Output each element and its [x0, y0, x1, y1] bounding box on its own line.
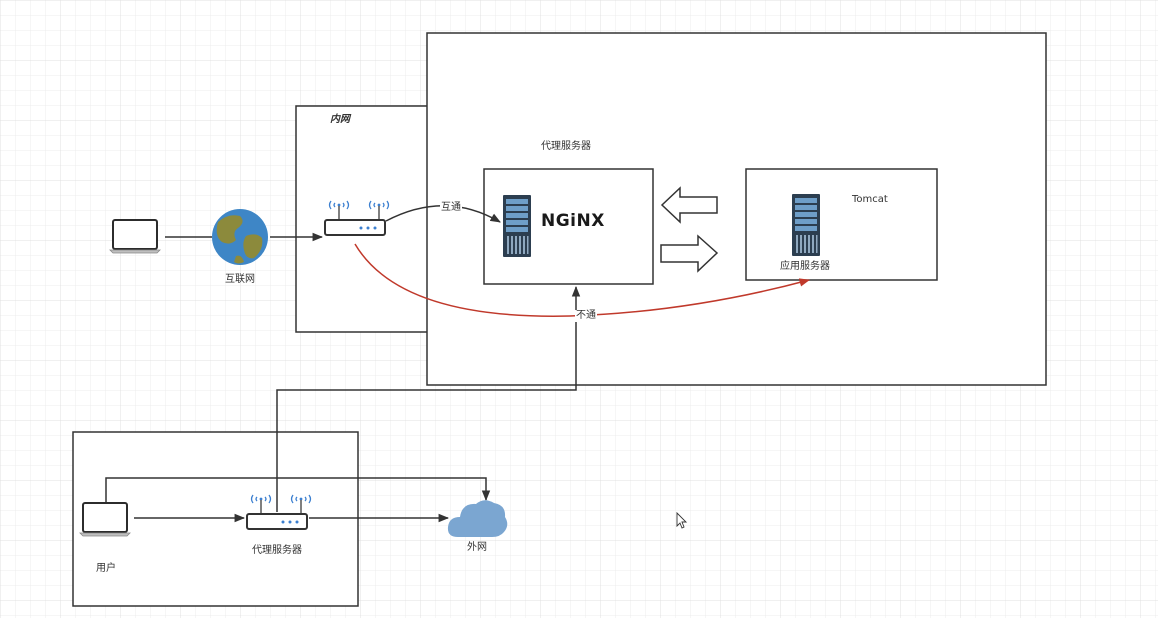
- cloud-icon[interactable]: [447, 500, 508, 537]
- intranet-label: 内网: [330, 114, 350, 125]
- tomcat-server-icon[interactable]: [792, 194, 820, 256]
- globe-icon[interactable]: [212, 209, 268, 265]
- tomcat-label: Tomcat: [852, 194, 888, 205]
- tomcat-box[interactable]: [745, 168, 938, 281]
- response-hollow-arrow[interactable]: [660, 186, 718, 224]
- request-hollow-arrow[interactable]: [660, 234, 719, 273]
- proxy-to-nginx-arrow[interactable]: [276, 285, 581, 512]
- proxy-server-bottom-label: 代理服务器: [252, 545, 302, 556]
- user-label: 用户: [96, 563, 116, 574]
- cursor-icon: [676, 511, 688, 529]
- router-to-appserver-blocked-arrow[interactable]: [354, 243, 811, 317]
- connected-label: 互通: [440, 202, 462, 214]
- nginx-logo: NGiNX: [541, 211, 605, 231]
- internet-label: 互联网: [225, 274, 255, 285]
- external-network-label: 外网: [467, 542, 487, 553]
- blocked-label: 不通: [575, 310, 597, 322]
- user-laptop-icon[interactable]: [79, 502, 131, 537]
- proxy-server-top-label: 代理服务器: [541, 141, 591, 152]
- app-server-label: 应用服务器: [780, 261, 830, 272]
- internet-laptop-icon[interactable]: [109, 219, 161, 254]
- nginx-server-icon[interactable]: [503, 195, 531, 257]
- user-to-external-direct-arrow[interactable]: [105, 477, 491, 503]
